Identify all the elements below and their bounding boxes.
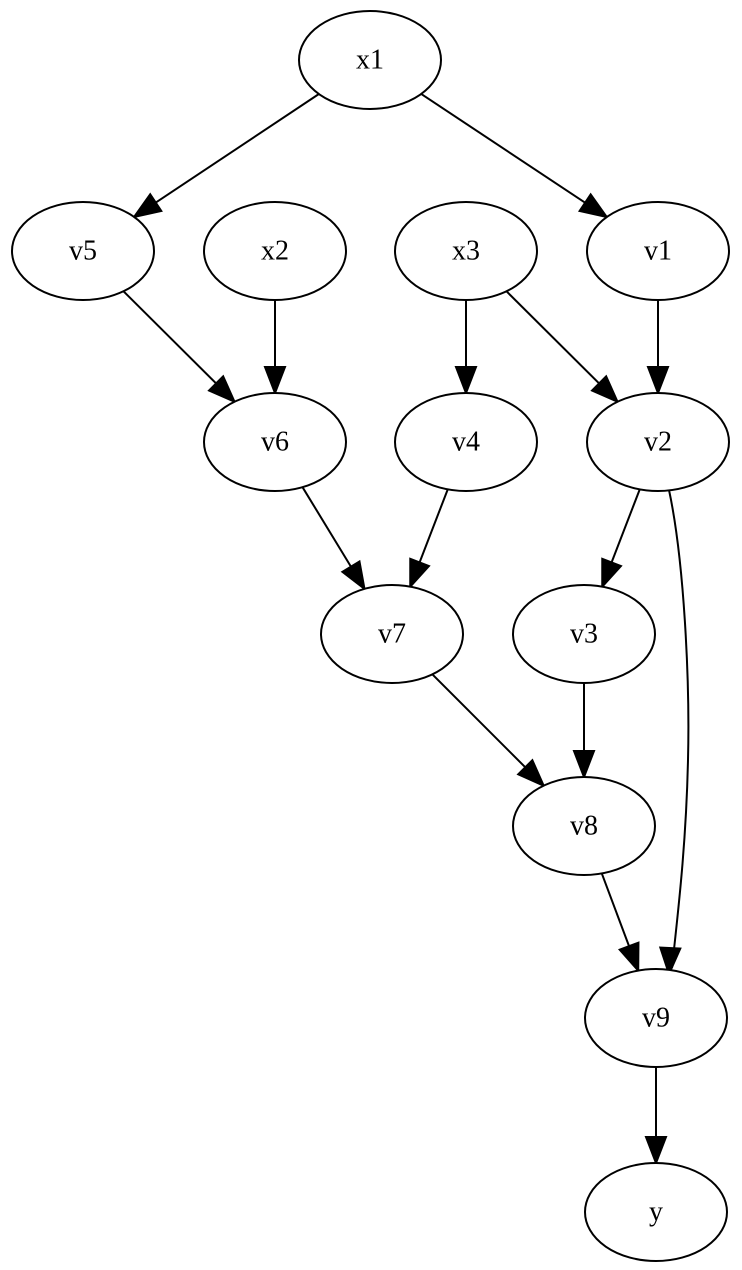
node-v1: v1 (586, 201, 730, 301)
node-v8: v8 (512, 776, 656, 876)
node-ellipse (394, 201, 538, 301)
node-ellipse (394, 392, 538, 492)
edge-v7-to-v8 (431, 673, 546, 788)
edge-v3-to-v8 (572, 683, 596, 780)
node-label: v2 (644, 427, 672, 458)
node-label: v3 (570, 619, 598, 650)
edge-v1-to-v2 (646, 300, 670, 396)
arrowhead-icon (590, 374, 620, 404)
edge-line (153, 93, 320, 205)
arrowhead-icon (516, 758, 546, 788)
edge-line (505, 290, 602, 386)
edge-v2-to-v9 (658, 489, 690, 977)
edge-line (668, 489, 690, 969)
edge-v9-to-y (644, 1067, 668, 1166)
node-y: y (584, 1162, 728, 1262)
node-ellipse (586, 392, 730, 492)
node-v9: v9 (584, 968, 728, 1068)
arrowhead-icon (409, 557, 431, 590)
node-label: v5 (69, 236, 97, 267)
edges-layer (122, 93, 690, 1166)
node-label: v4 (452, 427, 480, 458)
node-label: x3 (452, 236, 480, 267)
arrowhead-icon (577, 192, 610, 219)
arrowhead-icon (263, 366, 287, 396)
edge-x1-to-v5 (131, 93, 320, 219)
edge-line (301, 486, 353, 569)
arrowhead-icon (454, 366, 478, 396)
node-label: v9 (642, 1003, 670, 1034)
edge-v8-to-v9 (600, 873, 640, 974)
arrowhead-icon (601, 557, 623, 590)
arrowhead-icon (618, 941, 640, 974)
arrowhead-icon (207, 374, 237, 404)
arrowhead-icon (646, 366, 670, 396)
node-label: y (649, 1197, 663, 1228)
edge-line (122, 290, 219, 386)
node-ellipse (512, 776, 656, 876)
node-x1: x1 (298, 10, 442, 110)
node-v6: v6 (203, 392, 347, 492)
node-ellipse (584, 1162, 728, 1262)
nodes-layer: x1 v5 x2 x3 v1 v6 v4 v2 v7 v3 v8 v9 y (11, 10, 730, 1262)
node-v7: v7 (320, 584, 464, 684)
node-x2: x2 (203, 201, 347, 301)
node-v3: v3 (512, 584, 656, 684)
node-label: v8 (570, 811, 598, 842)
node-v4: v4 (394, 392, 538, 492)
edge-v6-to-v7 (301, 486, 366, 592)
node-ellipse (512, 584, 656, 684)
node-ellipse (203, 201, 347, 301)
edge-x1-to-v1 (420, 93, 610, 219)
arrowhead-icon (131, 192, 163, 219)
arrowhead-icon (572, 750, 596, 780)
node-label: v7 (378, 619, 406, 650)
edge-line (609, 488, 641, 565)
node-label: x2 (261, 236, 289, 267)
node-v5: v5 (11, 201, 155, 301)
edge-v4-to-v7 (409, 488, 449, 590)
edge-line (420, 93, 588, 205)
node-ellipse (584, 968, 728, 1068)
node-label: x1 (356, 45, 384, 76)
node-label: v1 (644, 236, 672, 267)
node-x3: x3 (394, 201, 538, 301)
edge-line (600, 873, 631, 949)
edge-line (431, 673, 528, 770)
edge-line (417, 488, 449, 565)
edge-x3-to-v2 (505, 290, 620, 404)
arrowhead-icon (644, 1136, 668, 1166)
edge-x2-to-v6 (263, 300, 287, 396)
arrowhead-icon (340, 559, 366, 592)
arrowhead-icon (658, 946, 682, 977)
edge-x3-to-v4 (454, 300, 478, 396)
node-v2: v2 (586, 392, 730, 492)
node-ellipse (586, 201, 730, 301)
node-ellipse (11, 201, 155, 301)
node-ellipse (203, 392, 347, 492)
node-ellipse (320, 584, 464, 684)
node-ellipse (298, 10, 442, 110)
edge-v2-to-v3 (601, 488, 641, 590)
edge-v5-to-v6 (122, 290, 237, 404)
node-label: v6 (261, 427, 289, 458)
